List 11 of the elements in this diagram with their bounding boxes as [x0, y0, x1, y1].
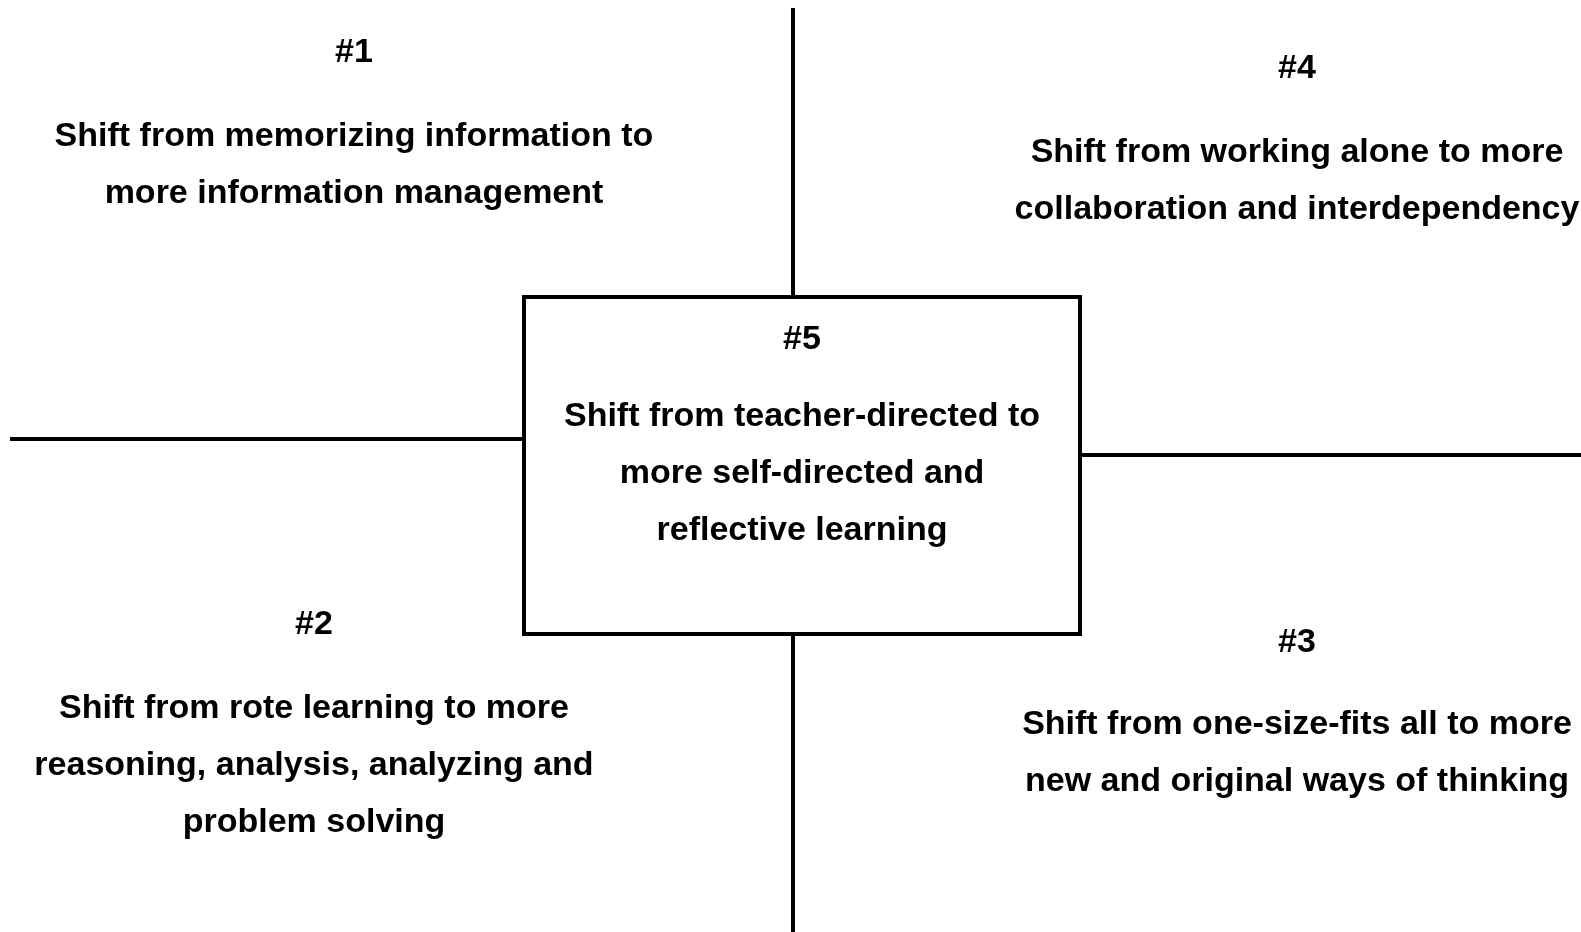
quadrant-number: #3 — [1277, 620, 1317, 661]
box-text: Shift from teacher-directed to more self-directed and reflective learning — [562, 394, 1042, 549]
quadrant-text: Shift from working alone to more collaboration and interdependency — [1013, 130, 1581, 228]
center-box — [522, 295, 1082, 636]
box-number: #5 — [782, 317, 822, 358]
quadrant-text: Shift from rote learning to more reasoning, analysis, analyzing and problem solving — [33, 686, 595, 841]
quadrant-number: #1 — [334, 30, 374, 71]
quadrant-number: #2 — [294, 602, 334, 643]
quadrant-text: Shift from memorizing information to more information management — [54, 114, 654, 212]
quadrant-text: Shift from one-size-fits all to more new and original ways of thinking — [1021, 702, 1573, 800]
quadrant-number: #4 — [1277, 46, 1317, 87]
